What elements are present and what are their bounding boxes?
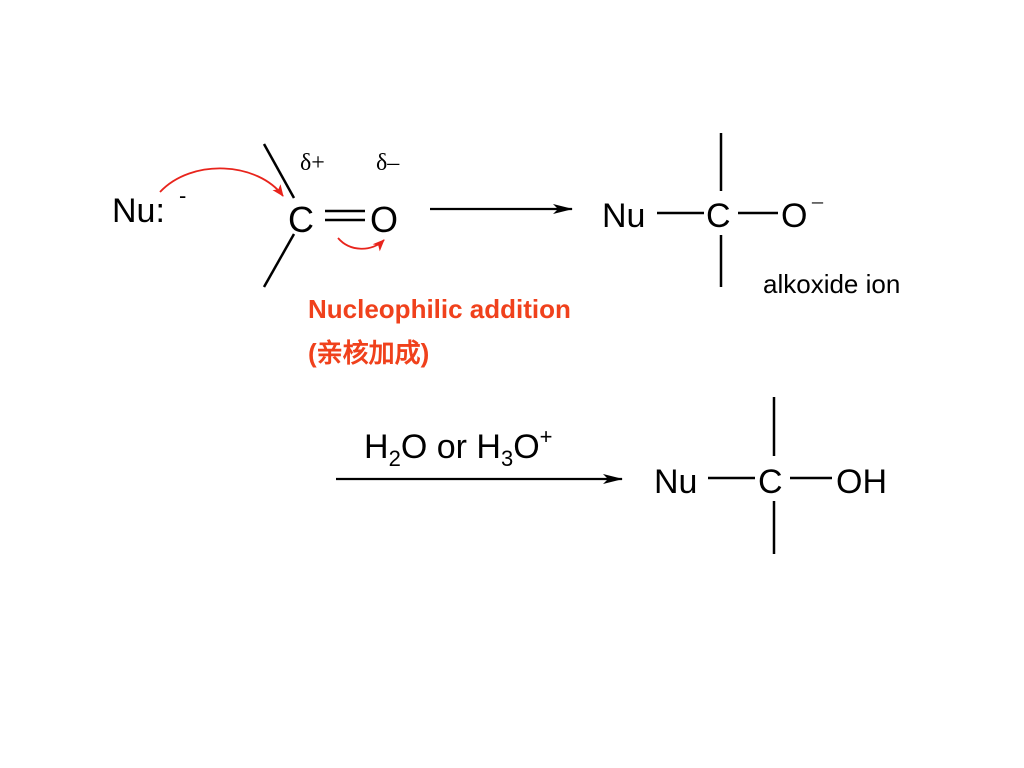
intermediate-nu: Nu: [602, 197, 645, 235]
product-carbon: C: [758, 463, 783, 501]
carbonyl-oxygen: O: [370, 199, 398, 240]
nucleophile-attack-arrow: [159, 167, 284, 197]
intermediate-oxygen: O: [781, 197, 807, 235]
reagent-sub-2: 3: [501, 446, 513, 471]
intermediate-oxygen-charge: –: [811, 188, 824, 213]
product-nu: Nu: [654, 463, 697, 501]
carbonyl-lower-bond: [262, 233, 296, 288]
delta-minus-label: δ–: [376, 150, 400, 176]
alkoxide-ion-label: alkoxide ion: [763, 269, 900, 299]
reaction-type-label: Nucleophilic addition (亲核加成): [308, 294, 571, 368]
intermediate-carbon: C: [706, 197, 731, 235]
product-hydroxyl: OH: [836, 463, 887, 501]
reaction-name-english: Nucleophilic addition: [308, 294, 571, 324]
reagent-sup: +: [540, 424, 553, 449]
carbonyl-upper-bond: [262, 143, 296, 199]
alkoxide-intermediate: Nu C O – alkoxide ion: [602, 133, 900, 299]
reagent-o-or-h: O or H: [401, 428, 501, 466]
step2-reagent-label: H2O or H3O+: [364, 424, 553, 471]
reagent-h-1: H: [364, 428, 389, 466]
nucleophile-charge: -: [179, 183, 186, 208]
reagent-sub-1: 2: [389, 446, 401, 471]
reagent-o-2: O: [513, 428, 539, 466]
step2-reagent-group: H2O or H3O+: [364, 424, 553, 471]
carbonyl-carbon: C: [288, 199, 314, 240]
pi-bond-shift-arrow: [337, 237, 385, 252]
reactant-group: Nu: - C O δ+ δ–: [112, 143, 400, 288]
nucleophile-label: Nu:: [112, 192, 165, 230]
reaction-name-chinese: (亲核加成): [308, 338, 429, 368]
alcohol-product: Nu C OH: [654, 397, 887, 554]
delta-plus-label: δ+: [300, 150, 325, 176]
